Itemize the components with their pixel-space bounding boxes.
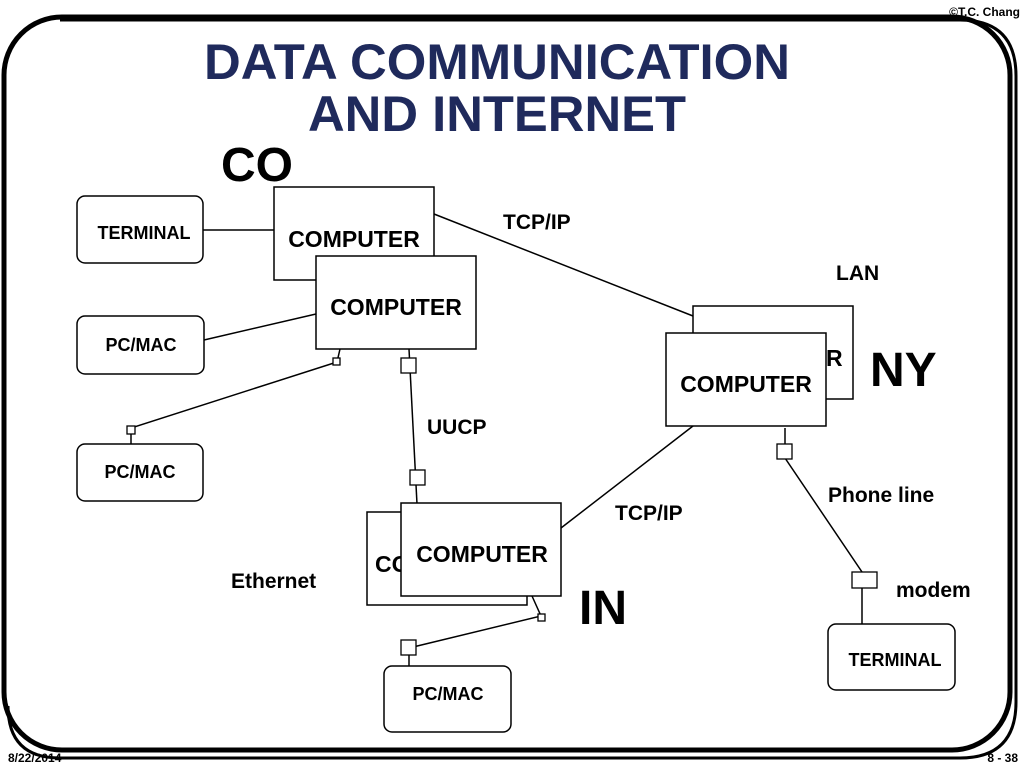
ny-port-phone bbox=[776, 443, 793, 460]
label-lan: LAN bbox=[836, 262, 879, 285]
co-pcmac-2-label: PC/MAC bbox=[105, 462, 176, 482]
link-phone-line bbox=[784, 428, 863, 624]
label-uucp: UUCP bbox=[427, 416, 487, 439]
ny-computer-front bbox=[665, 332, 827, 427]
link-tcpip-ny-in bbox=[560, 425, 694, 529]
co-port-uucp bbox=[400, 357, 417, 374]
pcmac2-port bbox=[126, 425, 136, 435]
link-tcpip-co-ny bbox=[433, 213, 694, 317]
slide-frame bbox=[1, 14, 1013, 753]
slide-title-line1: DATA COMMUNICATION bbox=[204, 34, 790, 90]
co-computer-front-label: COMPUTER bbox=[330, 294, 462, 320]
co-terminal bbox=[76, 195, 204, 264]
link-pcmac1-co bbox=[203, 313, 317, 341]
footer-date: 8/22/2014 bbox=[8, 751, 62, 765]
co-pcmac-2 bbox=[76, 443, 204, 502]
link-ethernet-pcmac bbox=[408, 595, 543, 666]
co-computer-back-label: COMPUTER bbox=[288, 226, 420, 252]
slide-frame-shadow bbox=[6, 18, 1018, 760]
in-pcmac bbox=[383, 665, 512, 733]
footer-page-number: 8 - 38 bbox=[987, 751, 1018, 765]
co-pcmac-1 bbox=[76, 315, 205, 375]
co-computer-front bbox=[315, 255, 477, 350]
ny-computer-back-label: R bbox=[826, 345, 843, 371]
modem-icon bbox=[851, 571, 878, 589]
site-label-in: IN bbox=[579, 582, 627, 635]
in-port-uucp bbox=[409, 469, 426, 486]
in-computer-front bbox=[400, 502, 562, 597]
co-terminal-label: TERMINAL bbox=[98, 223, 191, 243]
ny-terminal bbox=[827, 623, 956, 691]
co-port-small bbox=[332, 357, 341, 366]
copyright-text: ©T.C. Chang bbox=[949, 5, 1020, 19]
label-tcpip-ny-in: TCP/IP bbox=[615, 502, 683, 525]
link-pcmac2-co bbox=[130, 348, 341, 444]
in-computer-front-label: COMPUTER bbox=[416, 541, 548, 567]
ny-computer-front-label: COMPUTER bbox=[680, 371, 812, 397]
in-pcmac-label: PC/MAC bbox=[413, 684, 484, 704]
label-phone-line: Phone line bbox=[828, 484, 934, 507]
label-ethernet: Ethernet bbox=[231, 570, 316, 593]
label-tcpip-co-ny: TCP/IP bbox=[503, 211, 571, 234]
ny-terminal-label: TERMINAL bbox=[849, 650, 942, 670]
site-label-ny: NY bbox=[870, 344, 937, 397]
label-modem: modem bbox=[896, 579, 971, 602]
site-label-co: CO bbox=[221, 139, 293, 192]
slide-title-line2: AND INTERNET bbox=[308, 86, 686, 142]
in-port-ethernet bbox=[537, 613, 546, 622]
pcmac3-port bbox=[400, 639, 417, 656]
co-pcmac-1-label: PC/MAC bbox=[106, 335, 177, 355]
